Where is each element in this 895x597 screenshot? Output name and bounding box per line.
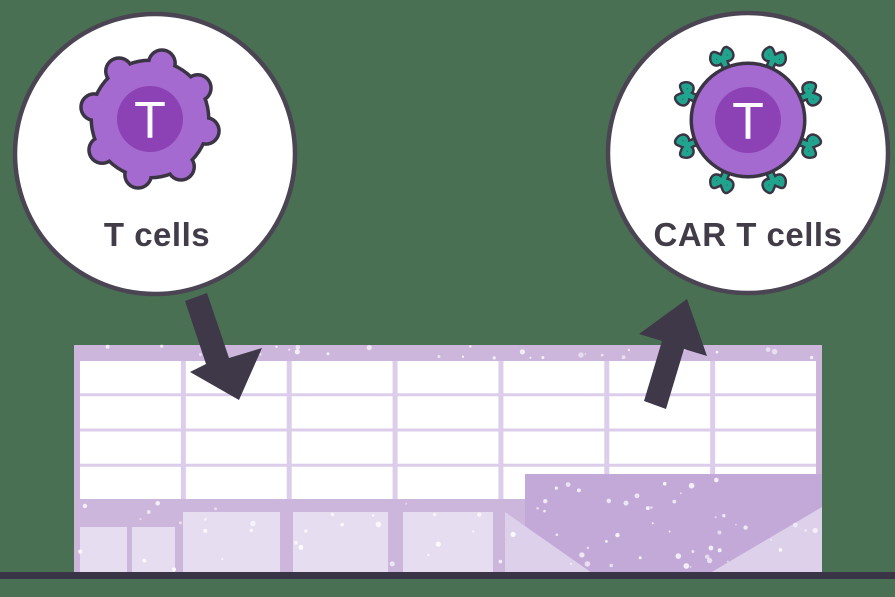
ground-line — [0, 572, 895, 579]
door-panel — [80, 527, 127, 573]
car-receptor-icon — [788, 133, 823, 159]
door-panels — [80, 512, 493, 573]
car-t-cell-icon — [673, 45, 823, 195]
car-t-cells-label: CAR T cells — [654, 216, 843, 253]
window-pane — [397, 431, 499, 464]
door-panel — [132, 527, 175, 573]
window-pane — [503, 396, 605, 429]
car-receptor-icon — [788, 81, 823, 107]
window-pane — [397, 361, 499, 394]
car-receptor-icon — [673, 81, 708, 107]
car-t-cell-bubble: T CAR T cells — [605, 10, 891, 296]
window-pane — [715, 396, 816, 429]
window-pane — [291, 396, 393, 429]
window-pane — [503, 431, 605, 464]
window-pane — [609, 431, 711, 464]
arrow-out-of-facility-icon — [639, 299, 707, 409]
window-pane — [715, 361, 816, 394]
door-panel — [293, 512, 388, 573]
window-pane — [291, 361, 393, 394]
car-receptor-icon — [709, 45, 735, 80]
entrance-ramp-left — [505, 512, 592, 573]
car-receptor-icon — [673, 133, 708, 159]
window-pane — [397, 396, 499, 429]
door-panel — [183, 512, 280, 573]
window-pane — [503, 361, 605, 394]
manufacturing-facility — [74, 344, 822, 573]
door-panel — [403, 512, 493, 573]
arrow-into-facility-icon — [185, 293, 262, 400]
car-t-cell-nucleus — [715, 87, 781, 153]
t-cell-bubble: T T cells — [12, 11, 298, 297]
car-receptor-icon — [709, 160, 735, 195]
window-pane — [80, 361, 181, 394]
window-pane — [185, 466, 287, 499]
car-t-cell-letter: T — [732, 93, 764, 151]
window-pane — [80, 466, 181, 499]
car-receptor-icon — [761, 160, 787, 195]
window-pane — [80, 396, 181, 429]
window-pane — [715, 431, 816, 464]
t-cell-icon — [79, 48, 221, 190]
t-cell-letter: T — [134, 92, 166, 150]
window-pane — [185, 431, 287, 464]
t-cell-nucleus — [117, 86, 183, 152]
window-pane — [185, 396, 287, 429]
window-pane — [291, 466, 393, 499]
window-pane — [397, 466, 499, 499]
window-pane — [291, 431, 393, 464]
car-receptor-icon — [761, 45, 787, 80]
window-pane — [80, 431, 181, 464]
t-cells-label: T cells — [104, 216, 210, 253]
